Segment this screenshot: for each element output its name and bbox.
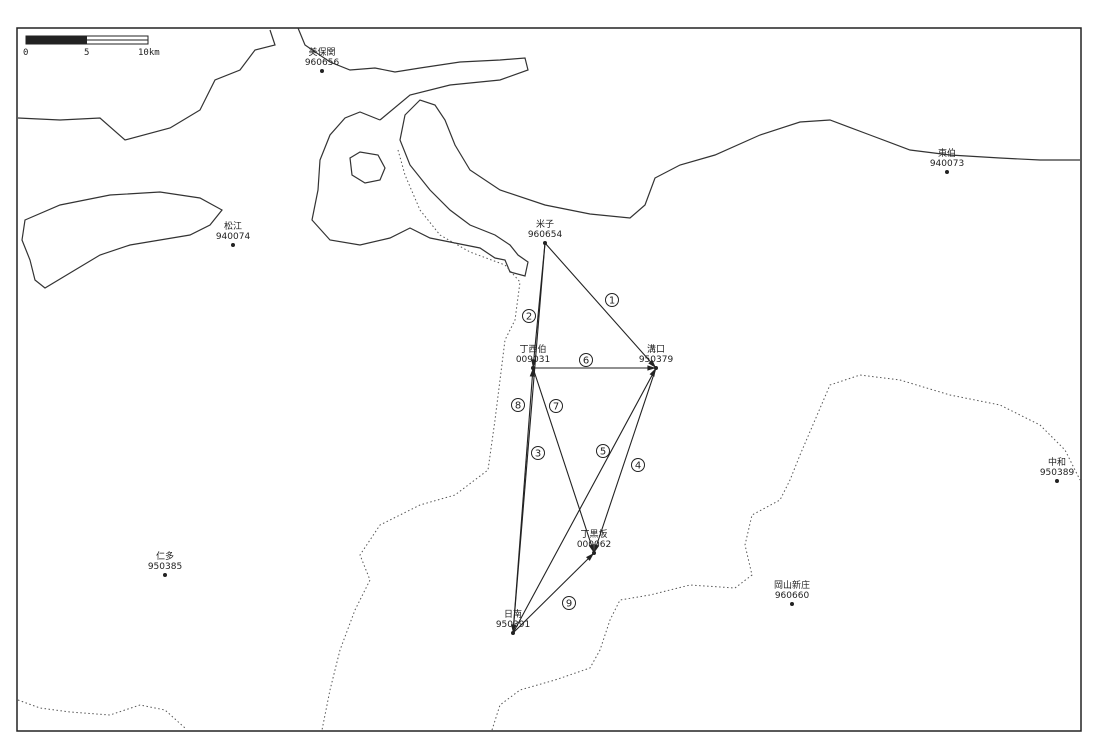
arrowhead-icon (649, 368, 656, 377)
arrowhead-icon (647, 365, 656, 371)
station-name: 中和 (1048, 456, 1066, 468)
station-code: 960654 (528, 230, 563, 240)
baseline-label-circle (562, 596, 576, 610)
baseline-label-circle (549, 399, 563, 413)
prefecture-border (17, 149, 1081, 731)
baseline-label: 6 (583, 356, 589, 367)
baseline-label-circle (522, 309, 536, 323)
baselines: 1 2 3 4 5 6 7 8 9 (511, 242, 657, 634)
station-code: 950385 (148, 562, 182, 572)
station-code: 000062 (577, 540, 611, 550)
station-dot-icon (592, 551, 596, 555)
station-code: 950389 (1040, 468, 1075, 478)
baseline-7 (532, 367, 595, 554)
station-dot-icon (320, 69, 324, 73)
station-code: 940073 (930, 159, 964, 169)
baseline-label: 9 (566, 599, 572, 610)
station-dot-icon (163, 573, 167, 577)
map-frame (16, 27, 1082, 732)
baseline-label: 1 (609, 296, 615, 307)
arrowhead-icon (594, 544, 600, 553)
station-code: 950379 (639, 355, 674, 365)
station-code: 950391 (496, 620, 530, 630)
station-name: 美保関 (308, 46, 335, 58)
station-dot-icon (654, 366, 658, 370)
station-name: 松江 (224, 220, 242, 232)
baseline-1 (544, 242, 657, 369)
baseline-label: 2 (526, 312, 532, 323)
station-code: 009031 (516, 355, 550, 365)
scale-bar: 0 5 10km (23, 35, 160, 58)
station-dot-icon (531, 366, 535, 370)
station-dot-icon (543, 241, 547, 245)
arrowhead-icon (588, 544, 594, 553)
baseline-label-circle (531, 446, 545, 460)
baseline-4 (593, 367, 657, 554)
station-name: 丁西伯 (519, 343, 546, 355)
station-dot-icon (511, 631, 515, 635)
baseline-label-circle (596, 444, 610, 458)
baseline-label-circle (631, 458, 645, 472)
baseline-label: 7 (553, 402, 559, 413)
baseline-8 (512, 367, 534, 634)
station-name: 米子 (536, 218, 554, 230)
scale-tick-5: 5 (84, 48, 89, 58)
baseline-label-circle (605, 293, 619, 307)
baseline-label-circle (579, 353, 593, 367)
baseline-label: 5 (600, 447, 606, 458)
baseline-5 (512, 367, 657, 634)
station-name: 溝口 (647, 343, 665, 355)
station-name: 東伯 (938, 147, 956, 159)
arrowhead-icon (648, 359, 656, 368)
station-name: 岡山新庄 (774, 579, 810, 591)
baseline-label: 3 (535, 449, 541, 460)
station-code: 960656 (305, 58, 340, 68)
station-name: 日南 (504, 608, 522, 620)
arrowhead-icon (586, 553, 594, 561)
scale-tick-10km: 10km (138, 48, 160, 58)
baseline-label: 4 (635, 461, 641, 472)
station-name: 仁多 (156, 550, 174, 562)
arrowhead-icon (529, 368, 536, 377)
station-dot-icon (231, 243, 235, 247)
station-dot-icon (790, 602, 794, 606)
baseline-9 (512, 552, 595, 634)
baseline-label-circle (511, 398, 525, 412)
station-code: 940074 (216, 232, 251, 242)
coastline (17, 27, 1080, 289)
baseline-label: 8 (515, 401, 521, 412)
scale-tick-0: 0 (23, 48, 28, 58)
station-dot-icon (1055, 479, 1059, 483)
station-name: 丁黒坂 (580, 529, 607, 540)
station-code: 960660 (775, 591, 810, 601)
station-dot-icon (945, 170, 949, 174)
